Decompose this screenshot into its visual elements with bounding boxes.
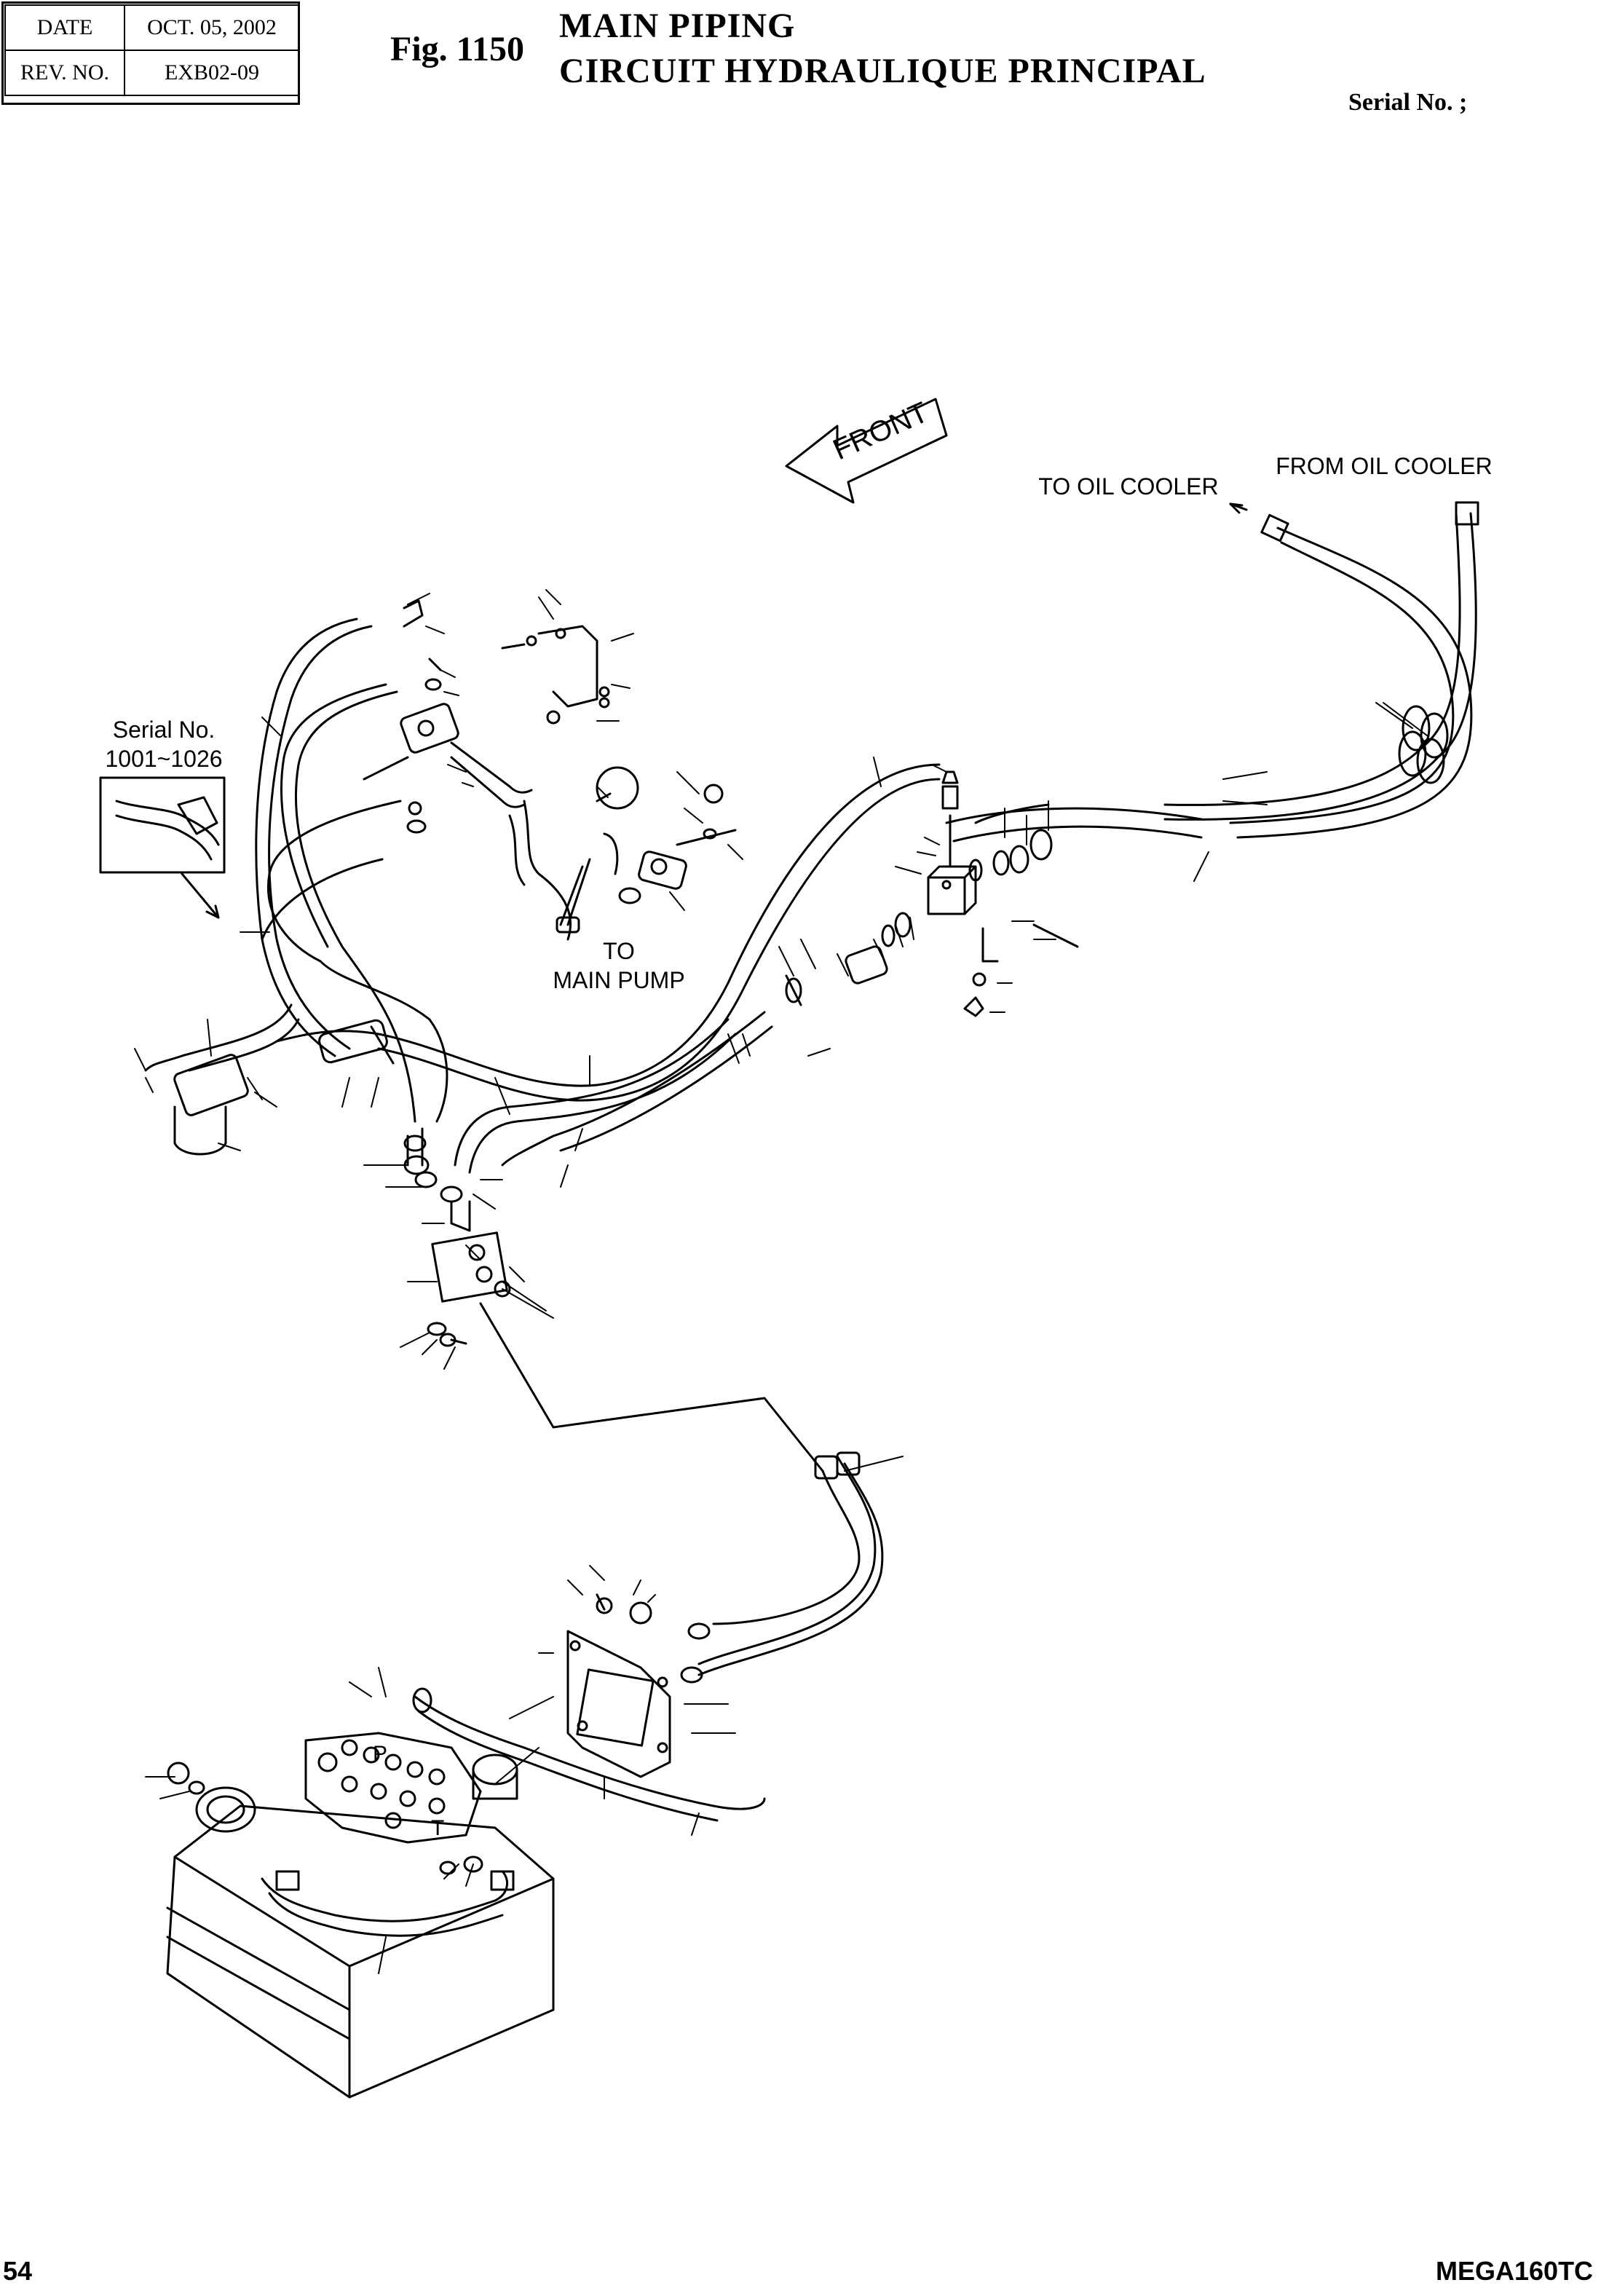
to-main-pump-label-line1: TO bbox=[603, 938, 635, 964]
leader-lines bbox=[134, 589, 1428, 1974]
lower-left-fittings bbox=[414, 1171, 824, 1472]
upper-bracket bbox=[501, 625, 610, 725]
model-name: MEGA160TC bbox=[1436, 2256, 1594, 2286]
title-english: MAIN PIPING bbox=[559, 7, 796, 45]
page-number: 54 bbox=[3, 2256, 33, 2286]
date-value: OCT. 05, 2002 bbox=[124, 4, 300, 51]
hydraulic-tank bbox=[166, 1753, 555, 2099]
main-pipe-run bbox=[275, 763, 1203, 1174]
rev-value: EXB02-09 bbox=[124, 50, 300, 96]
lower-hoses bbox=[680, 1451, 884, 1684]
left-piping-bundle bbox=[144, 618, 448, 1175]
port-t-label: T bbox=[431, 1816, 444, 1840]
lower-bracket bbox=[566, 1593, 671, 1778]
to-oil-cooler-label: TO OIL COOLER bbox=[1038, 473, 1219, 500]
title-french: CIRCUIT HYDRAULIQUE PRINCIPAL bbox=[559, 52, 1206, 90]
serial-label: Serial No. ; bbox=[1348, 89, 1468, 116]
oil-cooler-hoses bbox=[1163, 501, 1479, 839]
serial-range-label-line1: Serial No. bbox=[112, 717, 216, 743]
front-label: FRONT bbox=[829, 396, 933, 466]
port-p-label: P bbox=[373, 1742, 387, 1766]
control-valve: P T bbox=[304, 1687, 766, 1844]
valve-block bbox=[785, 770, 1079, 1017]
figure-number: Fig. 1150 bbox=[390, 30, 525, 68]
date-label: DATE bbox=[4, 4, 125, 51]
to-main-pump-label-line2: MAIN PUMP bbox=[553, 967, 685, 993]
upper-fitting-cluster bbox=[363, 599, 580, 941]
serial-inset bbox=[99, 776, 226, 919]
revision-table: DATE OCT. 05, 2002 REV. NO. EXB02-09 bbox=[4, 4, 300, 96]
from-oil-cooler-label: FROM OIL COOLER bbox=[1276, 453, 1493, 479]
serial-range-label-line2: 1001~1026 bbox=[105, 746, 223, 772]
center-fittings bbox=[559, 766, 737, 926]
rev-label: REV. NO. bbox=[4, 50, 125, 96]
front-arrow-icon: FRONT bbox=[785, 396, 948, 504]
